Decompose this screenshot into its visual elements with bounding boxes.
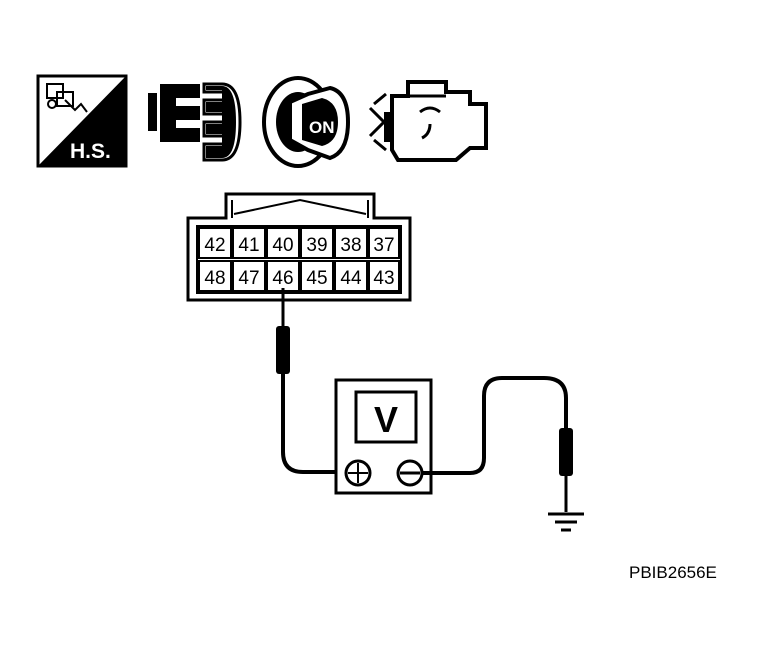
connector-disconnect-icon (148, 82, 242, 162)
terminal-label: 44 (340, 268, 362, 289)
hand-tester-label: H.S. (70, 140, 111, 163)
positive-probe (276, 288, 346, 474)
terminal-label: 37 (373, 235, 394, 256)
negative-probe (422, 376, 573, 512)
connector-cell (368, 227, 400, 259)
terminal-label: 38 (340, 235, 361, 256)
ignition-key-on-icon: ON (262, 76, 351, 168)
reference-code: PBIB2656E (629, 563, 717, 582)
connector-cell (232, 227, 266, 259)
hand-tester-icon: H.S. (36, 74, 128, 168)
connector-bottom-row: 48 47 46 45 44 43 (198, 260, 400, 292)
connector-cell (266, 227, 300, 259)
ignition-on-label: ON (309, 118, 335, 137)
connector-cell (334, 260, 368, 292)
terminal-label: 43 (373, 268, 394, 289)
connector-cell (232, 260, 266, 292)
terminal-label: 41 (238, 235, 259, 256)
engine-icon (368, 80, 488, 162)
terminal-label: 47 (238, 268, 259, 289)
connector-cell (300, 260, 334, 292)
connector-top-row: 42 41 40 39 38 37 (198, 227, 400, 259)
voltmeter-label: V (374, 399, 398, 440)
ground-symbol-icon (548, 512, 584, 532)
terminal-label: 39 (306, 235, 327, 256)
connector-cell (300, 227, 334, 259)
terminal-label: 42 (204, 235, 225, 256)
voltmeter: V (334, 378, 433, 495)
terminal-label: 45 (306, 268, 327, 289)
connector-cell (368, 260, 400, 292)
connector-cell (198, 227, 232, 259)
connector-cell (198, 260, 232, 292)
negative-terminal-icon (396, 459, 424, 487)
positive-terminal-icon (344, 459, 372, 487)
connector-cell (334, 227, 368, 259)
terminal-label-probed: 46 (272, 268, 293, 289)
terminal-label: 40 (272, 235, 293, 256)
terminal-label: 48 (204, 268, 225, 289)
